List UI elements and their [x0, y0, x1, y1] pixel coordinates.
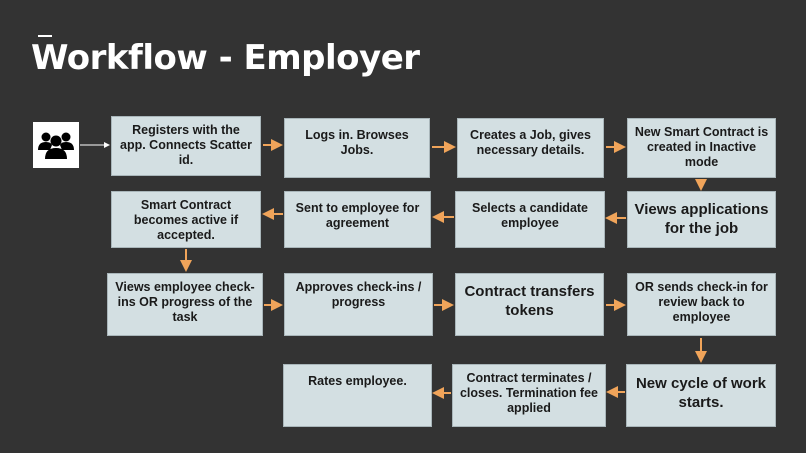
step-send-back-review: OR sends check-in for review back to emp… [627, 273, 776, 336]
title-accent-bar [38, 35, 52, 37]
step-register: Registers with the app. Connects Scatter… [111, 116, 261, 176]
step-rate-employee: Rates employee. [283, 364, 432, 427]
step-view-checkins: Views employee check-ins OR progress of … [107, 273, 263, 336]
actor-box [33, 122, 79, 168]
step-contract-terminates: Contract terminates / closes. Terminatio… [452, 364, 606, 427]
step-login: Logs in. Browses Jobs. [284, 118, 430, 178]
step-transfer-tokens: Contract transfers tokens [455, 273, 604, 336]
page-title: Workflow - Employer [31, 38, 420, 78]
step-contract-active: Smart Contract becomes active if accepte… [111, 191, 261, 248]
step-approve-checkins: Approves check-ins / progress [284, 273, 433, 336]
step-select-candidate: Selects a candidate employee [455, 191, 605, 248]
step-new-cycle: New cycle of work starts. [626, 364, 776, 427]
step-create-job: Creates a Job, gives necessary details. [457, 118, 604, 178]
users-group-icon [38, 132, 74, 159]
step-new-contract: New Smart Contract is created in Inactiv… [627, 118, 776, 178]
step-view-applications: Views applications for the job [627, 191, 776, 248]
step-sent-agreement: Sent to employee for agreement [284, 191, 431, 248]
